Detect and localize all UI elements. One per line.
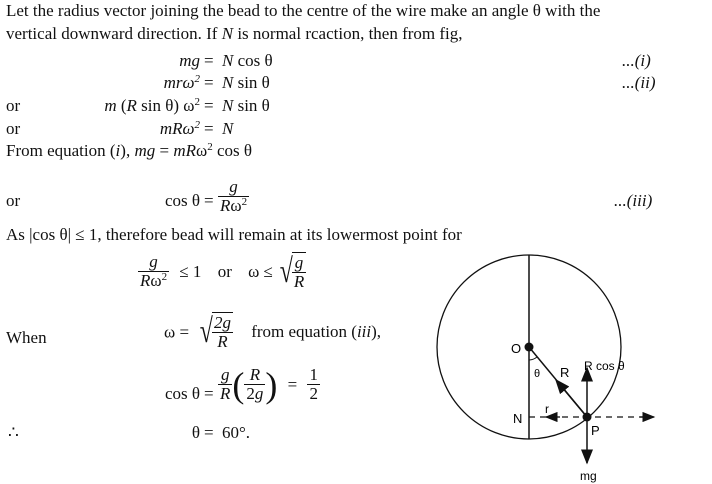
label-r: r	[545, 402, 549, 416]
eq3-prefix: or	[6, 96, 21, 115]
eq-iii-prefix: or	[6, 191, 21, 210]
label-Rcos: R cos θ	[584, 359, 625, 373]
eq4-rhs: N	[222, 119, 234, 138]
as-line: As |cos θ| ≤ 1, therefore bead will rema…	[6, 225, 462, 244]
intro-line-2: vertical downward direction. If N is nor…	[6, 25, 463, 42]
eq2-equals: =	[204, 73, 214, 92]
centre-point-O	[524, 342, 534, 352]
from-equation-line: From equation (i), mg = mRω2 cos θ	[6, 141, 253, 160]
intro-line-2-b: is normal rcaction, then from fig,	[233, 24, 463, 43]
intro-line-2-a: vertical downward direction. If	[6, 24, 222, 43]
from-eq-ref: i	[115, 141, 121, 160]
therefore-symbol: ∴	[8, 423, 19, 442]
eq-iii-lhs: cos θ	[164, 191, 200, 210]
theta-equals: =	[204, 423, 214, 442]
eq3-lhs: m (R sin θ) ω2	[104, 96, 200, 115]
eq4-equals: =	[204, 119, 214, 138]
eq2-tag: ...(ii)	[622, 73, 656, 92]
eq1-tag: ...(i)	[622, 51, 651, 70]
label-R: R	[560, 365, 569, 380]
label-mg: mg	[580, 469, 597, 483]
label-O: O	[511, 341, 521, 356]
eq-iii-equals: =	[204, 191, 214, 210]
eq1-rhs: N cos θ	[222, 51, 273, 70]
eq4-prefix: or	[6, 119, 21, 138]
theta-arc	[528, 356, 538, 361]
normal-reaction-symbol: N	[221, 24, 234, 43]
eq4-lhs: mRω2	[159, 119, 200, 138]
eq1-lhs: mg	[179, 51, 200, 70]
eq3-rhs: N sin θ	[222, 96, 270, 115]
radius-arrow	[555, 378, 588, 418]
label-N: N	[513, 411, 522, 426]
theta-lhs: θ	[191, 423, 200, 442]
eq3-equals: =	[204, 96, 214, 115]
bead-P	[582, 412, 592, 422]
intro-line-1: Let the radius vector joining the bead t…	[6, 1, 601, 20]
when-label: When	[6, 328, 47, 347]
label-P: P	[591, 423, 600, 438]
eq-iii-tag: ...(iii)	[614, 191, 653, 210]
from-eq-text: From equation (	[6, 141, 116, 160]
from-eq-text-b: ),	[120, 141, 135, 160]
cos-result-lhs: cos θ	[164, 384, 200, 403]
eq2-lhs: mrω2	[163, 73, 200, 92]
eq2-rhs: N sin θ	[222, 73, 270, 92]
label-theta: θ	[534, 368, 540, 380]
eq1-equals: =	[204, 51, 214, 70]
cos-result-eq1: =	[204, 384, 214, 403]
theta-rhs: 60°.	[222, 423, 251, 442]
